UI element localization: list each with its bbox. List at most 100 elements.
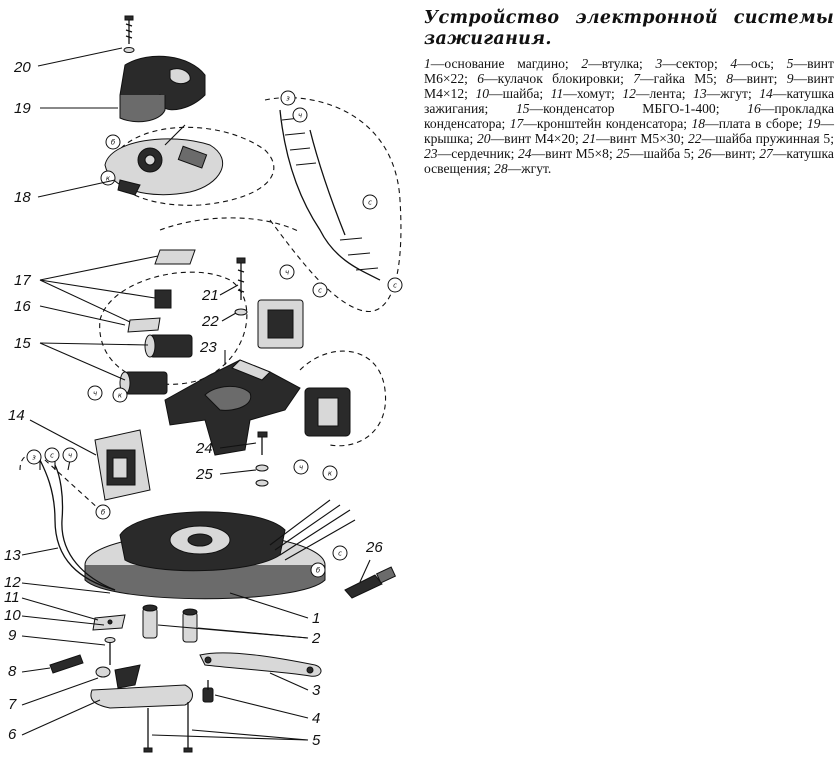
legend-entry: 7—гайка М5; (633, 71, 727, 86)
svg-text:с: с (368, 199, 372, 207)
callout-22: 22 (201, 313, 219, 330)
wire-tag: к (112, 387, 128, 403)
dashed-outline-plate-assembly (112, 126, 275, 206)
legend-text: кронштейн конденсатора (536, 116, 684, 131)
legend-text: основание магдино (444, 56, 565, 71)
legend-text: винт (746, 71, 774, 86)
wire-tag: ч (293, 459, 309, 475)
legend-number: 12 (622, 86, 636, 101)
legend-number: 6 (477, 71, 485, 86)
wire-tag: с (387, 277, 403, 293)
legend-number: 22 (688, 131, 702, 146)
callout-26: 26 (365, 539, 383, 556)
svg-text:с: с (393, 282, 397, 290)
legend-text: жгут (521, 161, 548, 176)
legend-entry: 9—винт М4×12; (424, 71, 834, 101)
wiring-harness-upper (279, 109, 381, 281)
callout-6: 6 (8, 726, 17, 743)
legend-entry: 16—прокладка конденсатора; (424, 101, 834, 131)
legend-entry: 17—кронштейн конденсатора; (509, 116, 692, 131)
legend-text: катушка зажигания (424, 86, 834, 116)
svg-text:с: с (50, 452, 54, 460)
figure-title: Устройство электронной системы зажигания… (424, 8, 834, 49)
harness-28 (269, 499, 356, 561)
wire-tag: б (310, 562, 326, 578)
callout-19: 19 (14, 100, 31, 117)
legend-text: прокладка конденсатора (424, 101, 834, 131)
legend-text: конденсатор МБГО-1-400 (543, 101, 716, 116)
legend-number: 28 (494, 161, 508, 176)
legend-entry: 2—втулка; (581, 56, 656, 71)
legend-number: 17 (509, 116, 524, 131)
screw-20 (123, 15, 135, 53)
wire-tag: к (322, 465, 338, 481)
legend-number: 10 (475, 86, 490, 101)
wire-tag: с (332, 545, 348, 561)
svg-text:ч: ч (68, 452, 72, 460)
legend-text: жгут (720, 86, 748, 101)
screw-5 (143, 702, 193, 753)
legend-entry: 4—ось; (730, 56, 787, 71)
callout-23: 23 (199, 339, 217, 356)
screw-21 (234, 257, 248, 316)
screw-9 (104, 637, 116, 665)
callout-25: 25 (195, 466, 213, 483)
legend-text: шайба пружинная 5 (715, 131, 831, 146)
legend-entry: 27—катушка освещения; (424, 146, 834, 176)
callout-24: 24 (195, 440, 213, 457)
svg-text:с: с (338, 550, 342, 558)
wire-tag: с (44, 447, 60, 463)
callout-15: 15 (14, 335, 31, 352)
callout-7: 7 (8, 696, 17, 713)
legend-text: сердечник (451, 146, 511, 161)
legend-entry: 1—основание магдино; (424, 56, 582, 71)
legend-number: 21 (582, 131, 597, 146)
wire-tag: к (100, 170, 116, 186)
leader-lines (21, 47, 371, 741)
legend-number: 18 (691, 116, 706, 131)
bushing-2 (142, 604, 198, 643)
legend-text: шайба 5 (643, 146, 691, 161)
callout-11: 11 (4, 589, 20, 606)
nut-7 (95, 666, 111, 678)
svg-text:з: з (286, 95, 290, 103)
dashed-outline-harness-28 (159, 217, 301, 233)
callout-13: 13 (4, 547, 21, 564)
callout-1: 1 (312, 610, 320, 627)
svg-text:к: к (118, 392, 123, 400)
legend-entry: 10—шайба; (475, 86, 551, 101)
callout-5: 5 (312, 732, 321, 749)
legend-entry: 20—винт М4×20; (476, 131, 583, 146)
callout-21: 21 (201, 287, 219, 304)
callout-12: 12 (4, 574, 21, 591)
wire-tag: ч (87, 385, 103, 401)
wire-tag: ч (62, 447, 78, 463)
svg-text:б: б (101, 509, 106, 517)
legend-number: 7 (633, 71, 640, 86)
svg-text:к: к (328, 470, 333, 478)
wire-tag: ч (292, 107, 308, 123)
legend-number: 16 (747, 101, 761, 116)
legend-entry: 8—винт; (726, 71, 787, 86)
legend-number: 11 (550, 86, 564, 101)
wire-tag: б (105, 134, 121, 150)
legend-number: 19 (806, 116, 821, 131)
legend-number: 4 (730, 56, 738, 71)
callout-2: 2 (311, 630, 321, 647)
axle-4 (202, 680, 214, 703)
legend-number: 15 (515, 101, 530, 116)
legend-text: втулка (601, 56, 640, 71)
dashed-outline-lighting-coil (299, 350, 387, 447)
legend-text: гайка М5 (653, 71, 714, 86)
legend-entry: 18—плата в сборе; (691, 116, 807, 131)
legend-entry: 26—винт; (697, 146, 760, 161)
capacitor-bracket-17 (127, 249, 196, 333)
lighting-coil-27-upper (257, 299, 304, 349)
lock-cam-6 (90, 664, 193, 709)
screw-8 (49, 654, 84, 674)
legend-entry: 12—лента; (622, 86, 694, 101)
svg-text:б: б (316, 567, 321, 575)
parts-legend: 1—основание магдино; 2—втулка; 3—сектор;… (424, 56, 834, 176)
legend-text: крышка (424, 131, 470, 146)
legend-number: 2 (581, 56, 589, 71)
